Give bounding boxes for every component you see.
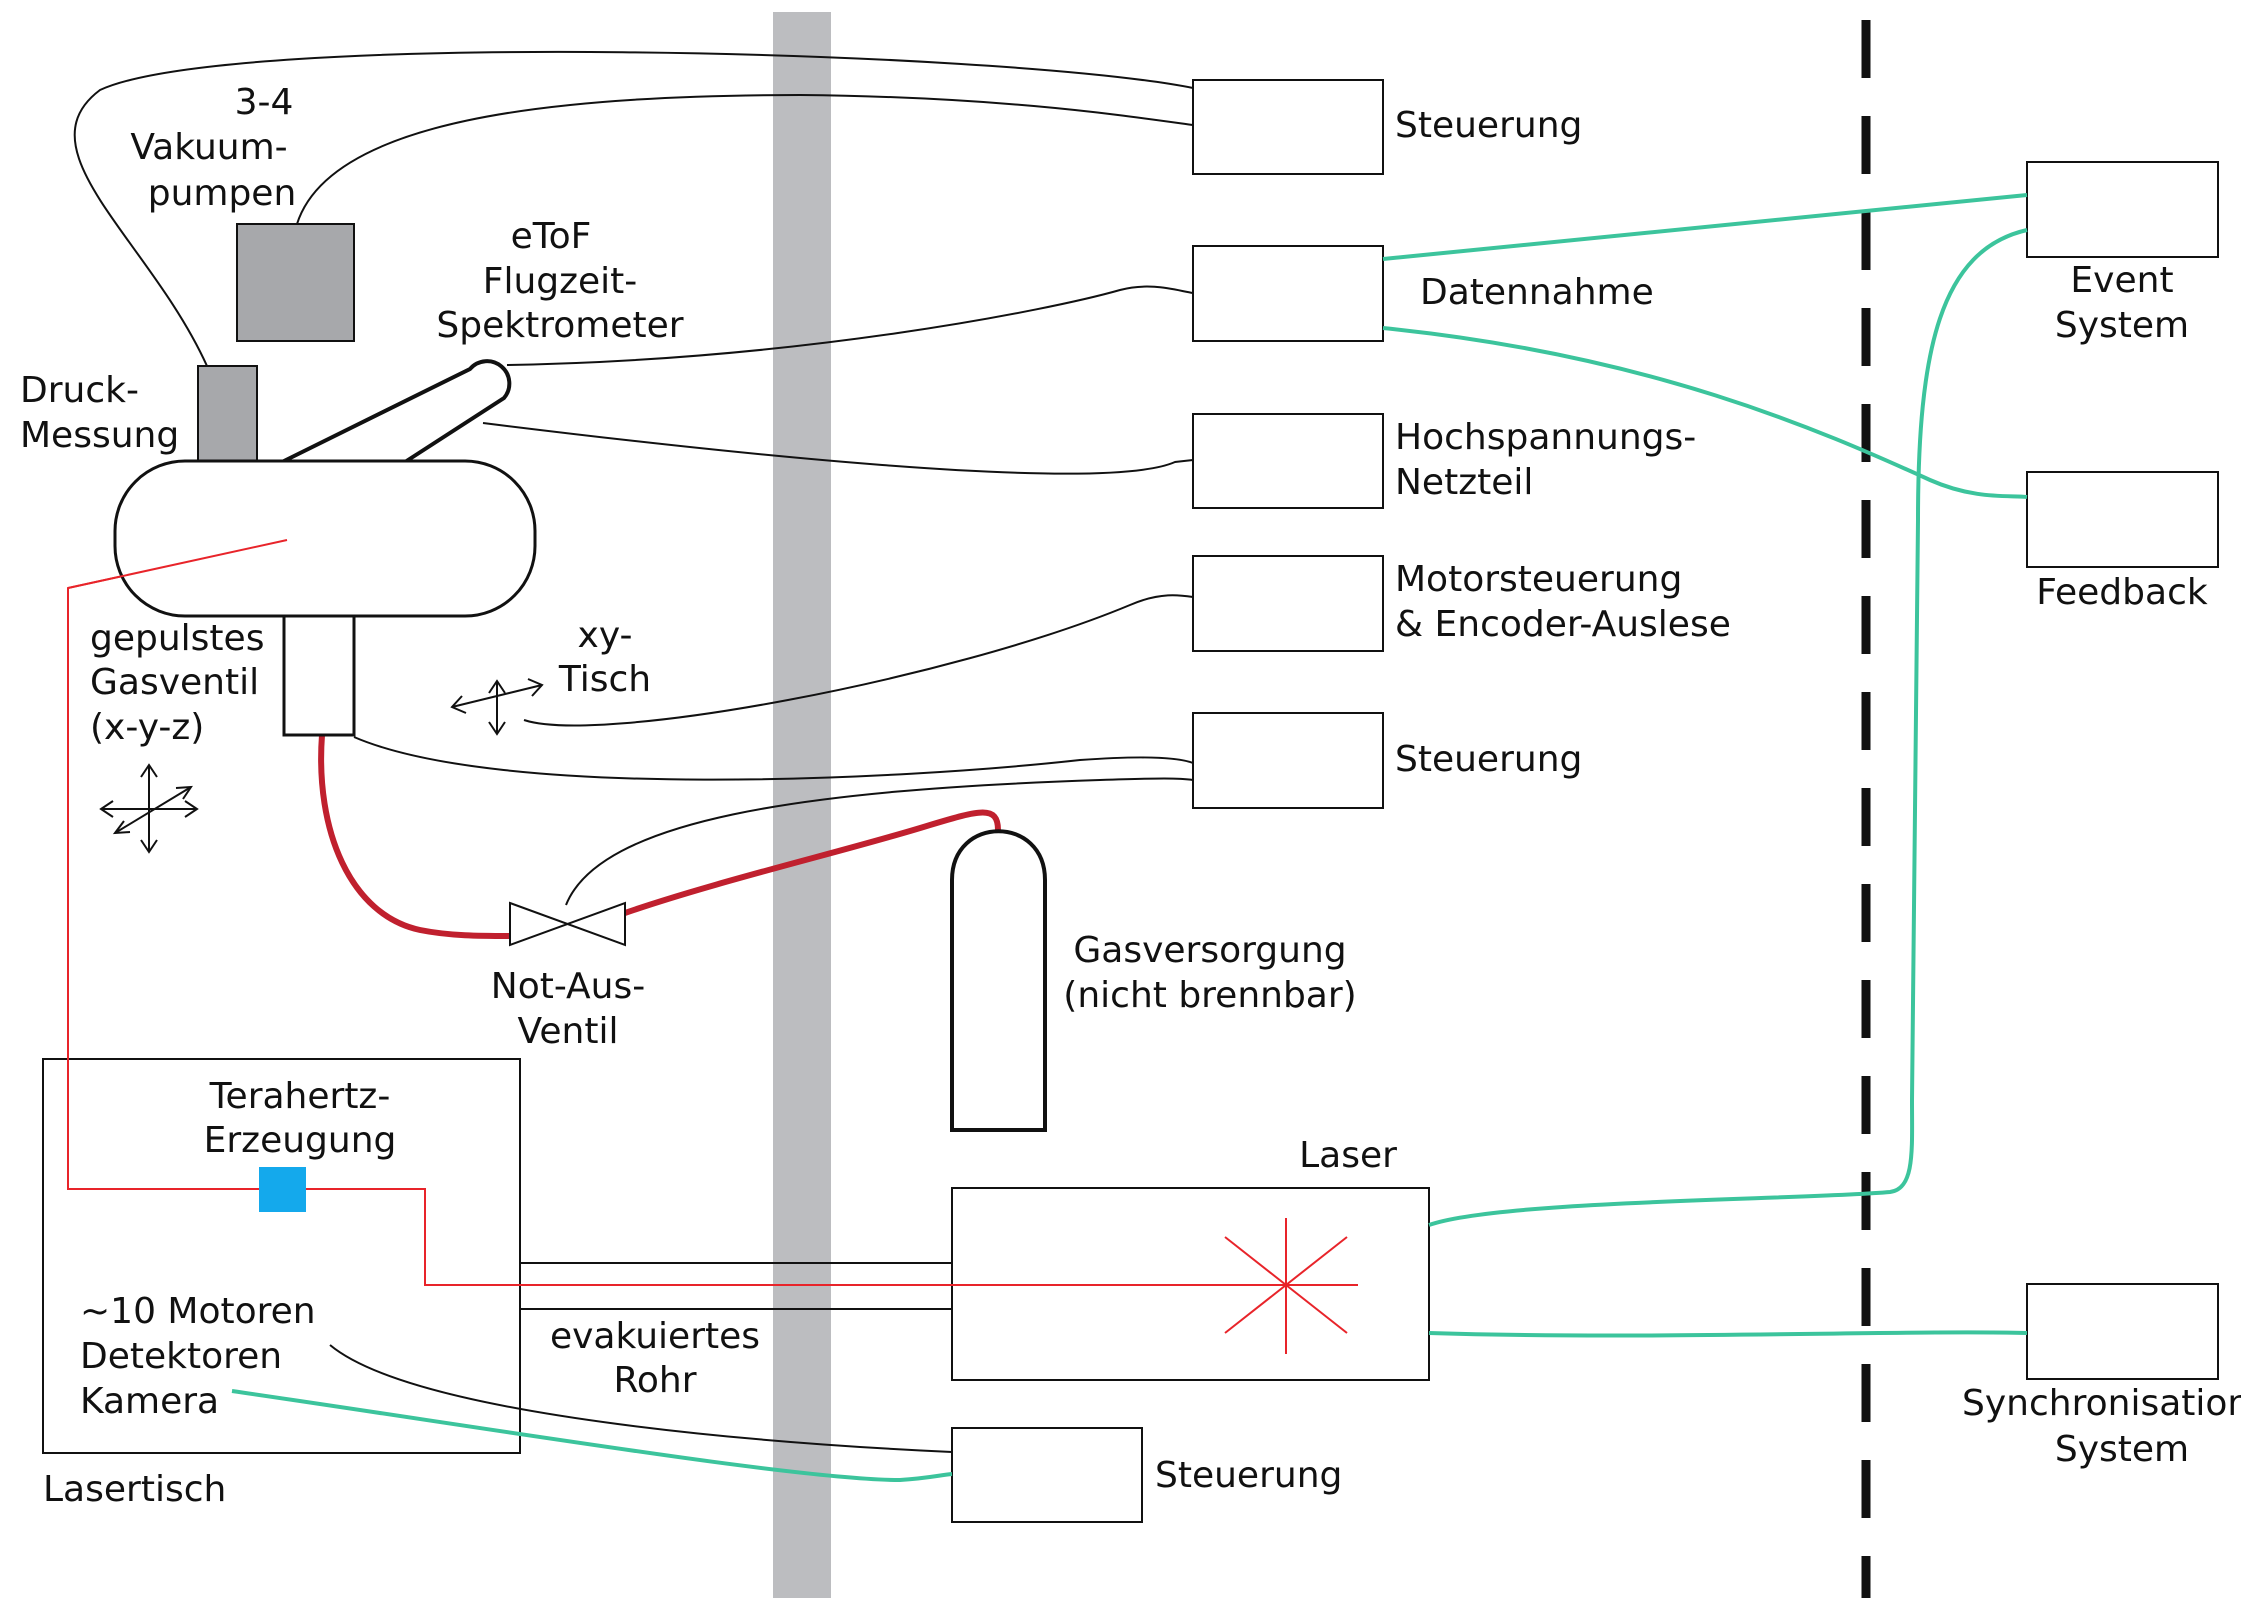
gas-bottle	[950, 829, 1047, 1132]
fiber-laser-sync	[1428, 1330, 2028, 1338]
cable-valve-steuerung	[353, 736, 1194, 781]
gasventil-label-line2: Gasventil	[90, 662, 259, 703]
vakuum-count-label: 3-4	[235, 82, 294, 123]
datennahme-box	[1192, 245, 1384, 342]
xyz-axes-icon	[99, 763, 199, 854]
xy-tisch-label-line1: xy-	[578, 615, 633, 656]
datennahme-label: Datennahme	[1420, 272, 1654, 313]
etof-label-line2: Flugzeit-	[483, 261, 638, 302]
gasventil-label-line1: gepulstes	[90, 618, 264, 659]
terahertz-label-line2: Erzeugung	[204, 1120, 397, 1161]
steuerung-box-bottom	[951, 1427, 1143, 1523]
vacuum-chamber	[113, 459, 537, 618]
gasversorgung-label-line2: (nicht brennbar)	[1063, 975, 1356, 1016]
steuerung-mid-label: Steuerung	[1395, 739, 1582, 780]
druck-label-line2: Messung	[20, 415, 179, 456]
steuerung-bottom-label: Steuerung	[1155, 1455, 1342, 1496]
event-system-box	[2026, 161, 2219, 258]
gas-line-valve	[318, 734, 511, 939]
druck-label-line1: Druck-	[20, 370, 139, 411]
cable-xy-motorsteuerung	[523, 594, 1194, 727]
motoren-label-line3: Kamera	[80, 1381, 219, 1422]
xy-axes-icon	[450, 678, 544, 736]
not-aus-valve-symbol	[509, 901, 626, 947]
terahertz-label-line1: Terahertz-	[209, 1076, 391, 1117]
terahertz-crystal	[259, 1167, 306, 1212]
sync-system-box	[2026, 1283, 2219, 1380]
gasversorgung-label-line1: Gasversorgung	[1073, 930, 1346, 971]
notaus-label-line2: Ventil	[518, 1011, 619, 1052]
sync-system-label-line2: System	[2055, 1429, 2189, 1470]
steuerung-box-mid	[1192, 712, 1384, 809]
cable-etof-hochspannung	[482, 422, 1194, 475]
feedback-box	[2026, 471, 2219, 568]
cable-pump-steuerung	[296, 93, 1194, 225]
xy-tisch-label-line2: Tisch	[558, 659, 651, 700]
gasventil-label-line3: (x-y-z)	[90, 707, 204, 748]
steuerung-box-top	[1192, 79, 1384, 175]
notaus-label-line1: Not-Aus-	[491, 966, 645, 1007]
laser-star-3	[1224, 1236, 1348, 1334]
fiber-kamera-steuerung	[231, 1389, 953, 1483]
motoren-label-line2: Detektoren	[80, 1336, 282, 1377]
fiber-datennahme-event	[1382, 193, 2028, 261]
feedback-label: Feedback	[2036, 572, 2208, 613]
sync-system-label-line1: Synchronisations-	[1962, 1383, 2241, 1424]
rohr-label-line2: Rohr	[613, 1360, 696, 1401]
event-system-label-line2: System	[2055, 305, 2189, 346]
rohr-label-line1: evakuiertes	[550, 1316, 760, 1357]
motorsteuerung-box	[1192, 555, 1384, 652]
pulsed-gas-valve	[282, 614, 356, 737]
steuerung-top-label: Steuerung	[1395, 105, 1582, 146]
cable-druck-steuerung	[73, 50, 1194, 367]
hochspannung-label-line1: Hochspannungs-	[1395, 417, 1696, 458]
event-system-label-line1: Event	[2070, 260, 2173, 301]
gas-line-supply	[621, 809, 1001, 917]
pressure-gauge	[197, 365, 258, 466]
fiber-laser-event	[1428, 228, 2028, 1227]
laser-beam-entry	[67, 539, 288, 589]
motoren-label-line1: ~10 Motoren	[80, 1291, 316, 1332]
cable-etof-datennahme	[506, 285, 1194, 366]
fiber-datennahme-feedback	[1382, 326, 2028, 499]
motorsteuerung-label-line2: & Encoder-Auslese	[1395, 604, 1731, 645]
lasertisch-box	[42, 1058, 521, 1454]
cable-notaus-steuerung	[565, 777, 1194, 906]
hochspannung-box	[1192, 413, 1384, 509]
cable-motoren-steuerung	[329, 1344, 953, 1453]
hochspannung-label-line2: Netzteil	[1395, 462, 1533, 503]
vakuum-label-line2: pumpen	[148, 173, 297, 214]
etof-label-line1: eToF	[511, 216, 592, 257]
etof-spectrometer-tube	[281, 359, 512, 464]
vakuum-label-line1: Vakuum-	[130, 127, 287, 168]
laser-label: Laser	[1299, 1135, 1397, 1176]
motorsteuerung-label-line1: Motorsteuerung	[1395, 559, 1682, 600]
etof-label-line3: Spektrometer	[436, 305, 683, 346]
lasertisch-label: Lasertisch	[43, 1469, 226, 1510]
vacuum-pump	[236, 223, 355, 342]
